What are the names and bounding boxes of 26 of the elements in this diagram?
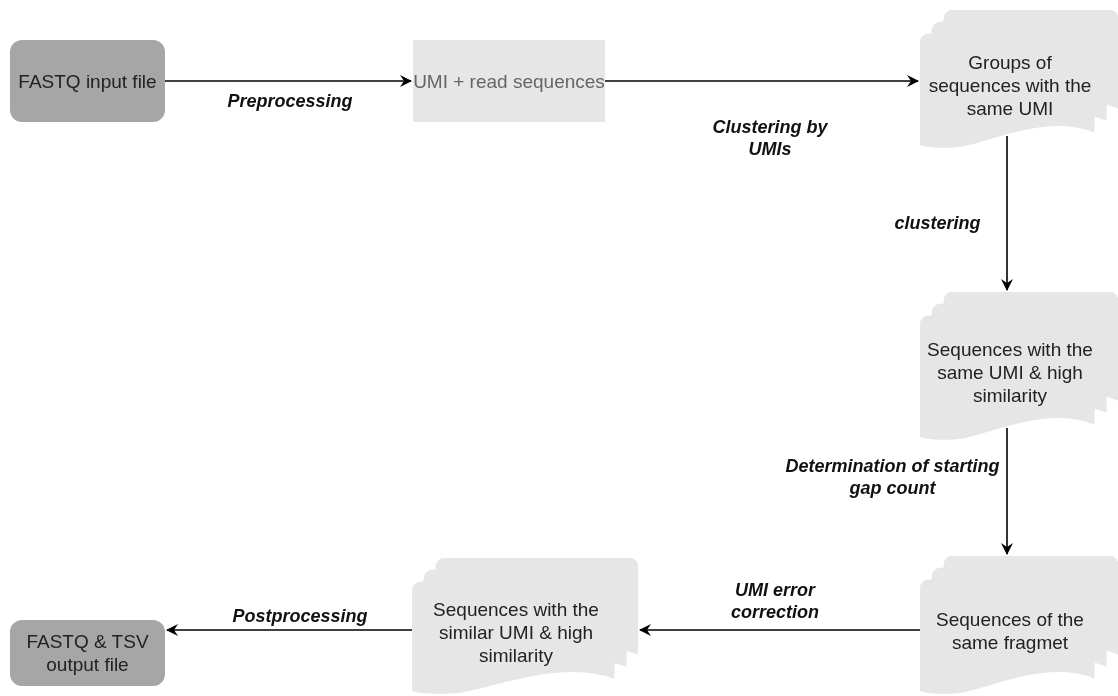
terminal-box xyxy=(10,40,165,122)
edge-label: Determination of starting gap count xyxy=(785,455,1000,499)
terminal-box xyxy=(10,620,165,686)
node-label: Sequences with the same UMI & high similarity xyxy=(926,337,1094,407)
process-box xyxy=(413,40,605,122)
multi-document-shape xyxy=(920,292,1118,442)
edge-label: Clustering by UMIs xyxy=(711,116,829,160)
multi-document-shape xyxy=(920,556,1118,696)
node-label: Sequences of the same fragmet xyxy=(935,608,1085,654)
arrow xyxy=(639,624,921,636)
edge-label: Preprocessing xyxy=(226,90,354,112)
node-label: UMI + read sequences xyxy=(413,69,605,93)
arrow xyxy=(166,624,413,636)
arrow xyxy=(164,75,412,87)
node-label: FASTQ & TSV output file xyxy=(25,630,150,676)
edge-label: Postprocessing xyxy=(231,605,369,627)
node-label: Sequences with the similar UMI & high similarity xyxy=(432,597,600,667)
multi-document-shape xyxy=(412,558,638,696)
arrow xyxy=(1001,135,1013,291)
arrow xyxy=(604,75,919,87)
multi-document-shape xyxy=(920,10,1118,150)
edge-label: clustering xyxy=(893,212,982,234)
edge-label: UMI error correction xyxy=(730,579,820,623)
arrow xyxy=(1001,427,1013,555)
node-label: Groups of sequences with the same UMI xyxy=(927,50,1093,120)
node-label: FASTQ input file xyxy=(18,69,157,93)
